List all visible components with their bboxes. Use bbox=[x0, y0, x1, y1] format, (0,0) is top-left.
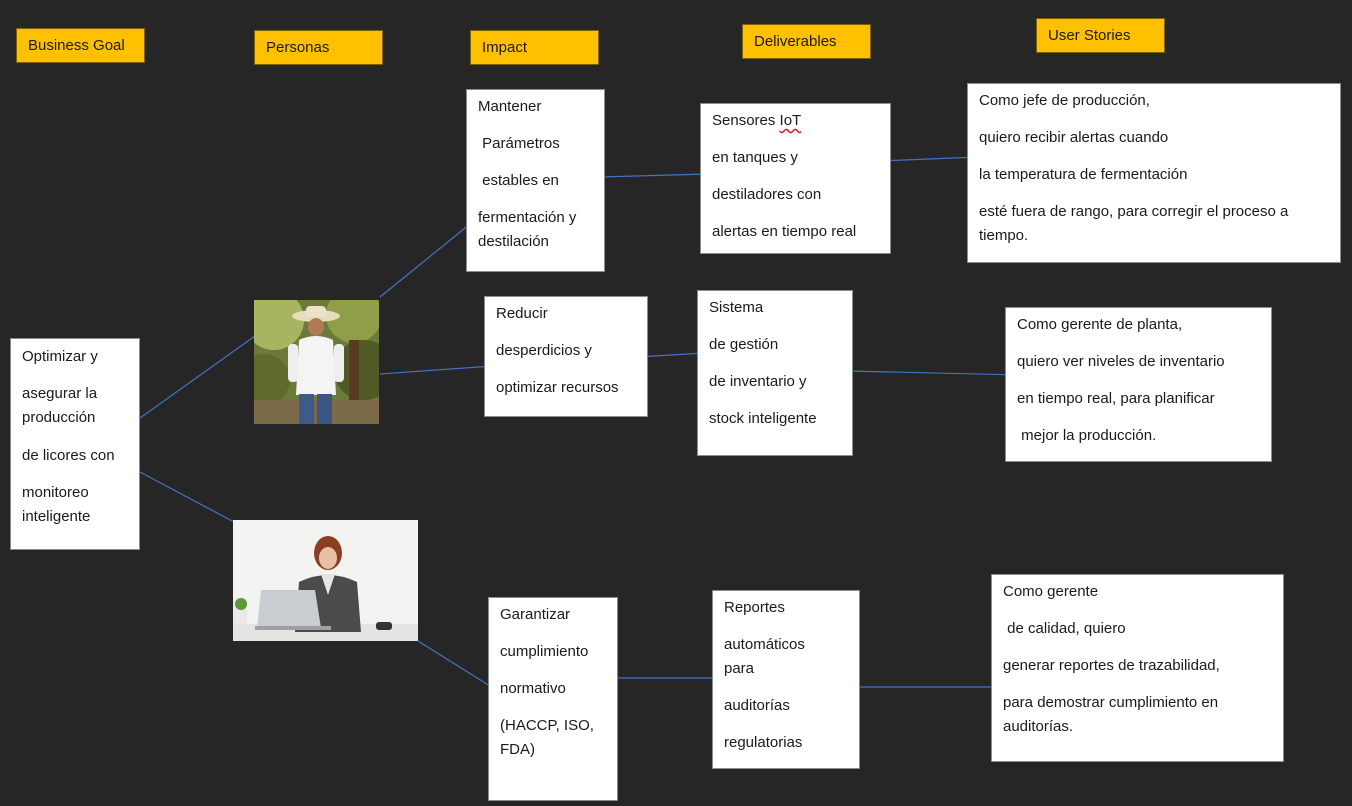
story-line: quiero recibir alertas cuando bbox=[979, 129, 1169, 146]
business-goal-box: Optimizar y asegurar la producción de li… bbox=[10, 338, 140, 550]
connector-goal-farmer bbox=[139, 335, 256, 419]
goal-line: inteligente bbox=[22, 508, 91, 525]
header-impact-label: Impact bbox=[482, 39, 528, 56]
goal-line: producción bbox=[22, 409, 96, 426]
deliverable-line: Reportes bbox=[724, 599, 785, 616]
deliverable-line: auditorías bbox=[724, 697, 790, 714]
impact-line: Garantizar bbox=[500, 606, 571, 623]
deliverable-line: de gestión bbox=[709, 336, 779, 353]
deliverable-line: alertas en tiempo real bbox=[712, 223, 857, 240]
header-impact: Impact bbox=[470, 30, 599, 65]
story-line: de calidad, quiero bbox=[1003, 620, 1126, 637]
manager-persona-photo bbox=[233, 520, 418, 641]
story-line: Como gerente de planta, bbox=[1017, 316, 1183, 333]
header-user-stories-label: User Stories bbox=[1048, 27, 1131, 44]
farmer-persona-photo bbox=[254, 300, 379, 424]
deliverable-line: automáticos bbox=[724, 636, 805, 653]
story-line: para demostrar cumplimiento en bbox=[1003, 694, 1219, 711]
deliverable-line: de inventario y bbox=[709, 373, 807, 390]
impact-line: estables en bbox=[478, 172, 559, 189]
impact-box-1: Mantener Parámetros estables en fermenta… bbox=[466, 89, 605, 272]
goal-line: asegurar la bbox=[22, 385, 98, 402]
story-line: auditorías. bbox=[1003, 718, 1074, 735]
impact-line: Mantener bbox=[478, 98, 542, 115]
connector-manager-impact3 bbox=[417, 640, 491, 687]
story-line: tiempo. bbox=[979, 227, 1029, 244]
connector-deliv1-story1 bbox=[879, 156, 979, 162]
deliverable-line: stock inteligente bbox=[709, 410, 817, 427]
impact-line: Parámetros bbox=[478, 135, 560, 152]
connector-impact1-deliv1 bbox=[599, 173, 708, 178]
header-deliverables: Deliverables bbox=[742, 24, 871, 59]
impact-line: desperdicios y bbox=[496, 342, 592, 359]
impact-line: normativo bbox=[500, 680, 566, 697]
header-deliverables-label: Deliverables bbox=[754, 33, 837, 50]
story-line: Como jefe de producción, bbox=[979, 92, 1150, 109]
goal-line: monitoreo bbox=[22, 484, 89, 501]
story-line: generar reportes de trazabilidad, bbox=[1003, 657, 1220, 674]
impact-line: optimizar recursos bbox=[496, 379, 619, 396]
impact-box-2: Reducir desperdicios y optimizar recurso… bbox=[484, 296, 648, 417]
deliverable-line: destiladores con bbox=[712, 186, 822, 203]
goal-line: Optimizar y bbox=[22, 348, 98, 365]
impact-line: fermentación y bbox=[478, 209, 577, 226]
connector-goal-manager bbox=[139, 471, 235, 523]
header-personas-label: Personas bbox=[266, 39, 330, 56]
connector-deliv2-story2 bbox=[847, 370, 1021, 376]
impact-line: FDA) bbox=[500, 741, 535, 758]
connector-farmer-impact1 bbox=[379, 223, 471, 298]
deliverable-line: en tanques y bbox=[712, 149, 798, 166]
impact-line: Reducir bbox=[496, 305, 548, 322]
deliverable-box-3: Reportes automáticos para auditorías reg… bbox=[712, 590, 860, 769]
header-business-goal-label: Business Goal bbox=[28, 37, 125, 54]
deliverable-line: Sistema bbox=[709, 299, 764, 316]
impact-line: (HACCP, ISO, bbox=[500, 717, 594, 734]
impact-line: destilación bbox=[478, 233, 549, 250]
deliverable-line: Sensores IoT bbox=[712, 112, 802, 129]
story-line: esté fuera de rango, para corregir el pr… bbox=[979, 203, 1289, 220]
deliverable-box-1: Sensores IoT en tanques y destiladores c… bbox=[700, 103, 891, 254]
header-user-stories: User Stories bbox=[1036, 18, 1165, 53]
deliverable-box-2: Sistema de gestión de inventario y stock… bbox=[697, 290, 853, 456]
deliverable-line: regulatorias bbox=[724, 734, 803, 751]
impact-box-3: Garantizar cumplimiento normativo (HACCP… bbox=[488, 597, 618, 801]
impact-line: cumplimiento bbox=[500, 643, 589, 660]
user-story-box-2: Como gerente de planta, quiero ver nivel… bbox=[1005, 307, 1272, 462]
deliverable-line: para bbox=[724, 660, 755, 677]
header-business-goal: Business Goal bbox=[16, 28, 145, 63]
story-line: quiero ver niveles de inventario bbox=[1017, 353, 1225, 370]
user-story-box-1: Como jefe de producción, quiero recibir … bbox=[967, 83, 1341, 263]
connector-farmer-impact2 bbox=[379, 365, 494, 375]
story-line: en tiempo real, para planificar bbox=[1017, 390, 1215, 407]
story-line: Como gerente bbox=[1003, 583, 1099, 600]
header-personas: Personas bbox=[254, 30, 383, 65]
user-story-box-3: Como gerente de calidad, quiero generar … bbox=[991, 574, 1284, 762]
goal-line: de licores con bbox=[22, 447, 115, 464]
story-line: mejor la producción. bbox=[1017, 427, 1157, 444]
story-line: la temperatura de fermentación bbox=[979, 166, 1188, 183]
